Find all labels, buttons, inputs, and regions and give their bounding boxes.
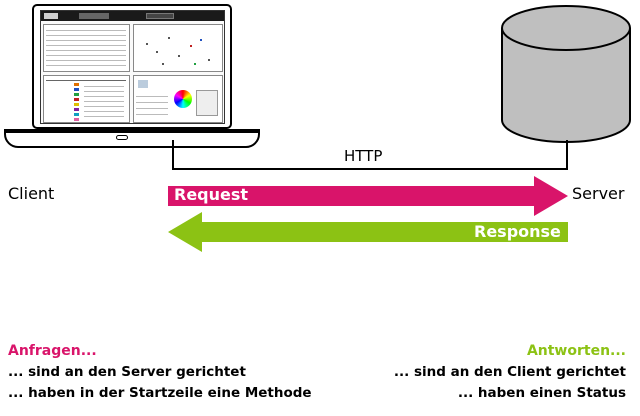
server-label: Server xyxy=(572,184,625,203)
requests-caption-title: Anfragen... xyxy=(8,343,97,359)
client-label: Client xyxy=(8,184,55,203)
app-color-pane xyxy=(133,75,223,123)
responses-caption-line: ... sind an den Client gerichtet xyxy=(393,364,626,380)
app-title-bar xyxy=(79,13,109,19)
responses-caption-title: Antworten... xyxy=(526,343,626,359)
responses-caption-line: ... haben einen Status xyxy=(457,385,626,401)
request-label: Request xyxy=(174,185,249,204)
app-logo xyxy=(44,13,58,19)
http-connection-line xyxy=(172,140,568,170)
response-label: Response xyxy=(474,222,561,241)
server-database-icon xyxy=(501,5,631,143)
requests-caption-line: ... sind an den Server gerichtet xyxy=(8,364,246,380)
app-list-pane xyxy=(43,24,130,72)
http-label: HTTP xyxy=(344,147,383,165)
laptop-hinge xyxy=(4,129,260,133)
color-wheel-icon xyxy=(174,90,192,108)
app-table-pane xyxy=(43,75,130,123)
app-plot-pane xyxy=(133,24,223,72)
request-arrow xyxy=(168,176,568,216)
response-arrow xyxy=(168,212,568,252)
laptop-screen xyxy=(40,10,225,124)
app-toolbar xyxy=(41,11,224,21)
app-search-box xyxy=(146,13,174,19)
laptop-trackpad-notch xyxy=(116,135,128,140)
requests-caption-line: ... haben in der Startzeile eine Methode xyxy=(8,385,312,401)
